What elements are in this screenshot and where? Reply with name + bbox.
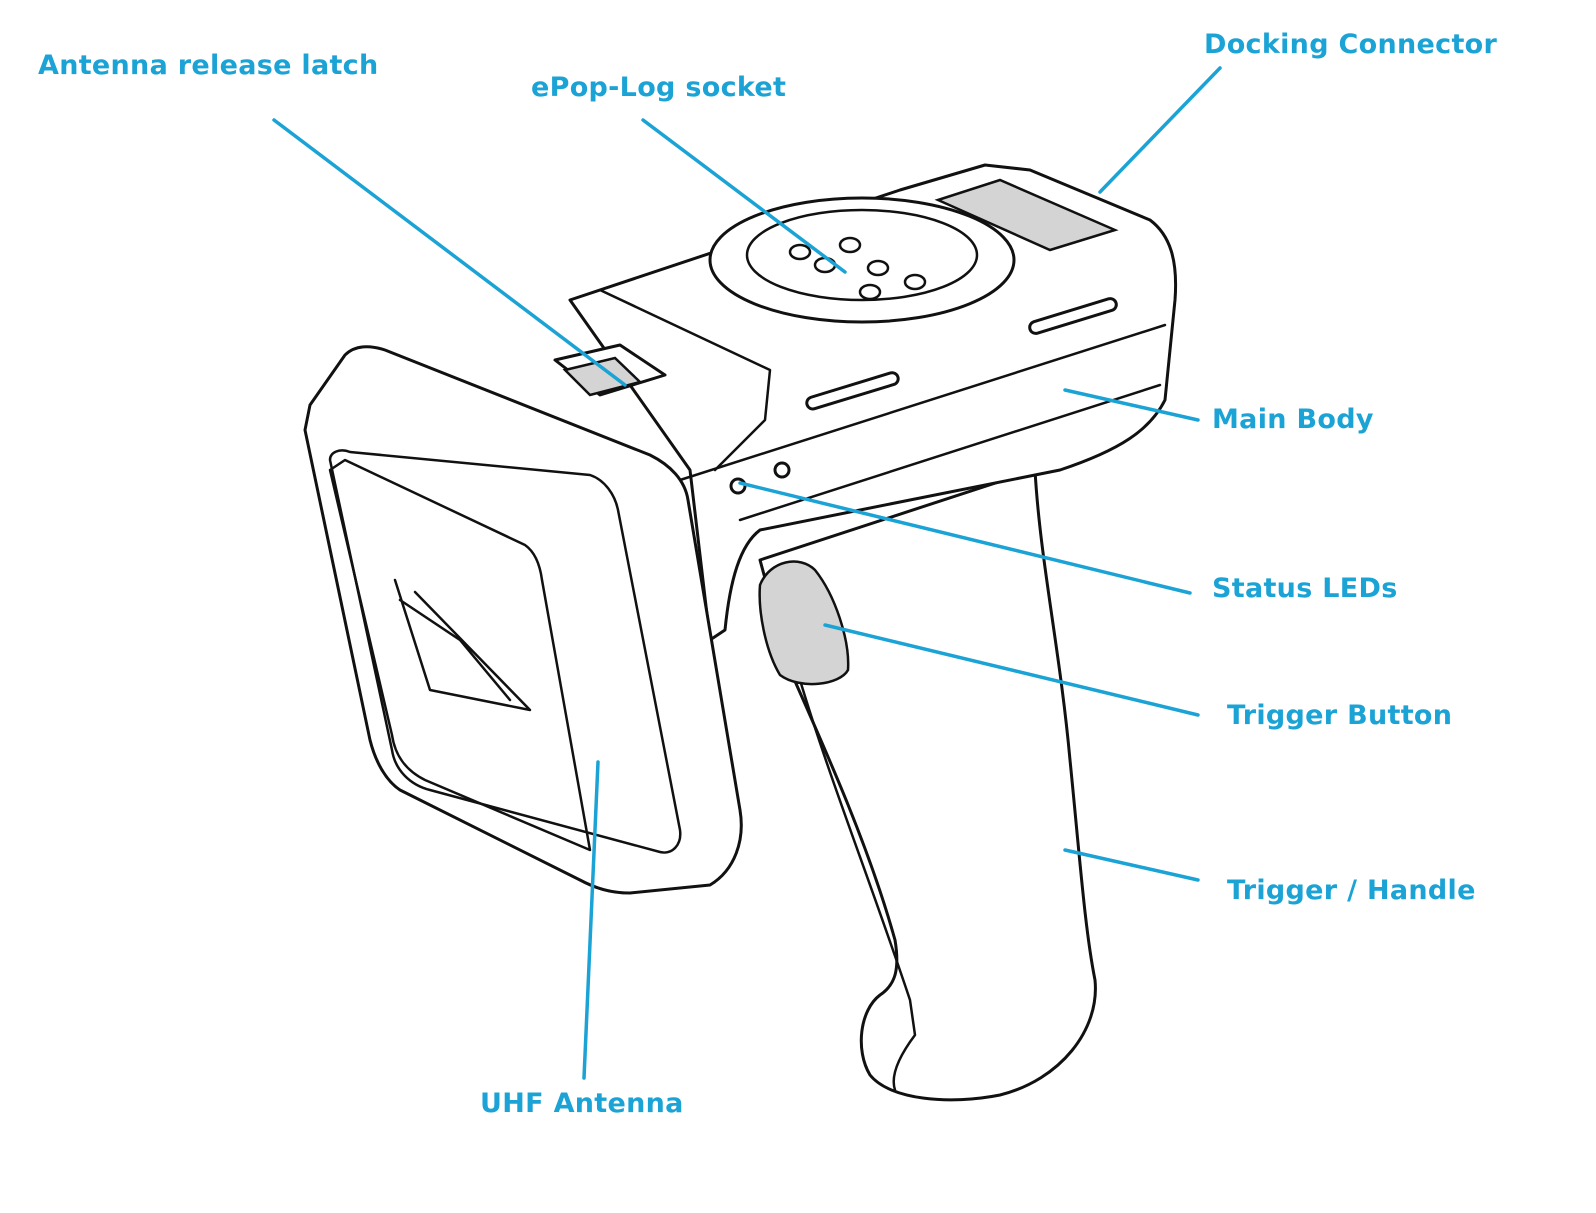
label-docking-connector: Docking Connector [1204,29,1498,60]
leader-uhf-antenna [582,760,600,1080]
latch-button [562,356,643,397]
label-epop-log-socket: ePop-Log socket [531,72,787,103]
leader-status-leds [738,481,1192,595]
uhf-antenna-outline [303,345,743,895]
antenna-logo-icon [393,578,532,712]
body-seam-mid [738,383,1162,522]
label-trigger-button: Trigger Button [1227,700,1453,731]
label-main-body: Main Body [1212,404,1374,435]
body-ridge [598,288,772,472]
handle-outline [758,468,1097,1102]
antenna-face [328,458,592,852]
handle-edge [798,678,917,1092]
vent-slot [1028,297,1118,335]
leader-trigger-handle [1063,848,1200,882]
leader-epop-log-socket [641,118,847,274]
leader-antenna-release-latch [272,118,627,387]
label-uhf-antenna: UHF Antenna [480,1088,684,1119]
status-led [729,477,747,495]
body-seam-top [678,323,1167,482]
label-trigger-handle: Trigger / Handle [1227,875,1476,906]
vent-slot [805,371,900,411]
leader-docking-connector [1098,66,1222,194]
epop-log-socket-ring [708,196,1016,324]
epop-log-socket-inner [745,208,979,302]
leader-trigger-button [823,623,1200,717]
label-status-leds: Status LEDs [1212,573,1398,604]
trigger-button-shape [758,560,850,686]
leader-main-body [1063,388,1200,422]
antenna-inner-frame [328,449,682,854]
status-led [773,461,791,479]
docking-connector-pad [934,178,1119,252]
label-antenna-release-latch: Antenna release latch [38,50,379,81]
